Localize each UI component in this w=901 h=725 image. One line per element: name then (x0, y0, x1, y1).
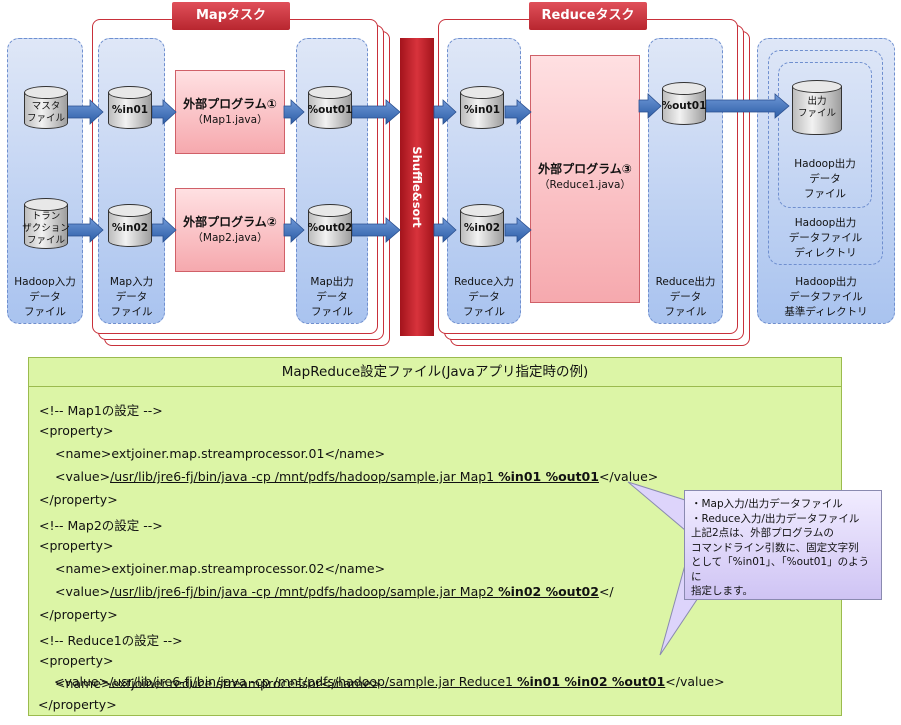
config-name-1: <name>extjoiner.map.streamprocessor.01</… (55, 446, 386, 461)
map2-program-sub: （Map2.java） (192, 232, 268, 244)
map2-program-title: 外部プログラム② (183, 215, 277, 229)
map-out01-label: %out01 (307, 104, 353, 116)
reduce-in01-label: %in01 (463, 104, 501, 116)
map-output-label: Map出力データファイル (310, 276, 354, 318)
config-name-3: <name>extjoiner.reduce.streamprocessor</… (55, 676, 382, 691)
map-in01-label: %in01 (111, 104, 149, 116)
map1-program-sub: （Map1.java） (192, 114, 268, 126)
reduce-in02-cylinder: %in02 (460, 204, 504, 250)
arrow-reduce-to-rout01 (638, 93, 662, 119)
arrow-trans-to-in02 (65, 217, 104, 243)
config-property-open-1: <property> (39, 423, 114, 438)
arrow-out02-to-shuffle (351, 217, 401, 243)
config-property-open-2: <property> (39, 538, 114, 553)
reduce-task-title: Reduceタスク (529, 2, 647, 30)
config-property-close-1: </property> (39, 492, 118, 507)
output-file-label: 出力ファイル (797, 96, 836, 119)
map1-program-title: 外部プログラム① (183, 97, 277, 111)
map-out02-cylinder: %out02 (308, 204, 352, 250)
config-comment-map2: <!-- Map2の設定 --> (39, 518, 163, 533)
arrow-map1-to-out01 (283, 99, 305, 125)
transaction-file-cylinder: トランザクションファイル (22, 198, 70, 252)
callout-line-4: コマンドライン引数に、固定文字列 (691, 541, 859, 554)
transaction-file-label: トランザクションファイル (22, 211, 70, 246)
hadoop-output-base-label: Hadoop出力データファイル基準ディレクトリ (784, 276, 868, 318)
config-value-3-line: <value>/usr/lib/jre6-fj/bin/java -cp /mn… (54, 674, 725, 689)
flow-arrows (65, 93, 790, 243)
map1-program-box: 外部プログラム① （Map1.java） (175, 70, 285, 154)
reduce-output-label: Reduce出力データファイル (655, 276, 716, 318)
config-comment-reduce1: <!-- Reduce1の設定 --> (39, 633, 183, 648)
arrow-out01-to-shuffle (351, 99, 401, 125)
arrow-rin01-to-reduce (504, 99, 532, 125)
config-name-2: <name>extjoiner.map.streamprocessor.02</… (55, 561, 386, 576)
callout-line-6: 指定します。 (691, 585, 753, 597)
reduce-input-label: Reduce入力データファイル (454, 276, 514, 318)
map-out01-cylinder: %out01 (308, 86, 352, 132)
callout-line-5: として「%in01」、「%out01」のように (691, 556, 870, 583)
map-in02-label: %in02 (111, 222, 149, 234)
config-property-close-2: </property> (39, 607, 118, 622)
map-task-title: Mapタスク (172, 2, 290, 30)
hadoop-output-dir-label: Hadoop出力データファイルディレクトリ (788, 217, 863, 259)
reduce1-program-sub: （Reduce1.java） (539, 179, 631, 191)
map-out02-label: %out02 (307, 222, 353, 234)
hadoop-output-file-zone: Hadoop出力データファイル (778, 62, 872, 208)
arrow-in01-to-map1 (151, 99, 177, 125)
map-in02-cylinder: %in02 (108, 204, 152, 250)
callout-line-3: 上記2点は、外部プログラムの (691, 527, 834, 539)
config-value-2: <value>/usr/lib/jre6-fj/bin/java -cp /mn… (55, 584, 614, 599)
master-file-cylinder: マスタファイル (24, 86, 68, 132)
reduce1-program-box: 外部プログラム③ （Reduce1.java） (530, 55, 640, 303)
reduce-in01-cylinder: %in01 (460, 86, 504, 132)
map-in01-cylinder: %in01 (108, 86, 152, 132)
config-title: MapReduce設定ファイル(Javaアプリ指定時の例) (29, 358, 841, 387)
hadoop-input-label: Hadoop入力データファイル (14, 276, 76, 318)
arrow-shuffle-to-rin02 (433, 217, 457, 243)
callout-line-1: ・Map入力/出力データファイル (691, 498, 843, 510)
reduce-in02-label: %in02 (463, 222, 501, 234)
arrow-rin02-to-reduce (504, 217, 532, 243)
reduce1-program-title: 外部プログラム③ (538, 162, 632, 176)
output-file-cylinder: 出力ファイル (792, 80, 842, 138)
config-value-1: <value>/usr/lib/jre6-fj/bin/java -cp /mn… (55, 469, 659, 484)
config-comment-map1: <!-- Map1の設定 --> (39, 403, 163, 418)
arrow-in02-to-map2 (151, 217, 177, 243)
shuffle-sort-bar: Shuffle&sort (400, 38, 434, 336)
arrow-master-to-in01 (65, 99, 104, 125)
map2-program-box: 外部プログラム② （Map2.java） (175, 188, 285, 272)
hadoop-output-dir-zone: Hadoop出力データファイルディレクトリ (768, 50, 883, 265)
callout-line-2: ・Reduce入力/出力データファイル (691, 512, 860, 525)
map-input-label: Map入力データファイル (109, 276, 154, 318)
arrow-shuffle-to-rin01 (433, 99, 457, 125)
master-file-label: マスタファイル (26, 101, 65, 124)
config-property-close-3: </property> (38, 697, 117, 712)
arrow-rout01-to-output (705, 93, 790, 119)
config-property-open-3: <property> (39, 653, 114, 668)
reduce-out01-label: %out01 (661, 100, 707, 112)
arrow-map2-to-out02 (283, 217, 305, 243)
callout-note: ・Map入力/出力データファイル ・Reduce入力/出力データファイル 上記2… (684, 490, 882, 600)
reduce-out01-cylinder: %out01 (662, 82, 706, 128)
hadoop-output-file-label: Hadoop出力データファイル (794, 158, 856, 200)
